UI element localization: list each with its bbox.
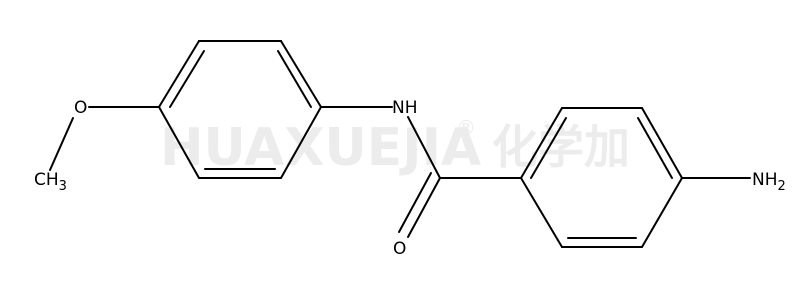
ring2-bond-4 — [641, 177, 683, 248]
amine-main: NH — [752, 170, 778, 190]
watermark-cjk: 化学加 — [492, 120, 630, 174]
bond-ch3-o — [49, 117, 74, 171]
atom-amine: NH2 — [752, 170, 786, 194]
ring1-bond-6 — [158, 106, 200, 179]
atom-carbonyl-oxygen: O — [393, 239, 406, 259]
watermark-registered: ® — [456, 116, 476, 140]
amide-linkage — [320, 106, 522, 238]
ring2-bond-6 — [520, 177, 563, 248]
ring1-double-1 — [169, 50, 205, 108]
ring2-double-1 — [530, 117, 567, 179]
ring1-bond-1 — [158, 40, 200, 108]
bond-c-o-1 — [407, 177, 441, 238]
ring1-bond-3 — [280, 40, 322, 108]
ring2-bond-3 — [641, 107, 683, 179]
ring2-double-2 — [637, 117, 673, 179]
methoxy-group — [49, 106, 160, 171]
atom-amide-nh: NH — [392, 98, 418, 118]
bond-c-o-2 — [398, 172, 432, 233]
methyl-main: CH — [34, 170, 59, 190]
ring2-bond-1 — [520, 107, 563, 179]
ring-aminophenyl — [520, 107, 683, 248]
ring1-bond-4 — [280, 106, 322, 179]
amine-subscript: 2 — [778, 179, 786, 194]
ring-methoxyphenyl — [158, 40, 322, 179]
atom-labels: O CH3 NH O NH2 — [34, 98, 786, 259]
atom-oxygen-ether: O — [74, 98, 87, 118]
bond-nh-c — [407, 116, 441, 179]
ring1-double-2 — [277, 50, 312, 108]
methyl-subscript: 3 — [59, 179, 67, 194]
atom-methyl: CH3 — [34, 170, 67, 194]
